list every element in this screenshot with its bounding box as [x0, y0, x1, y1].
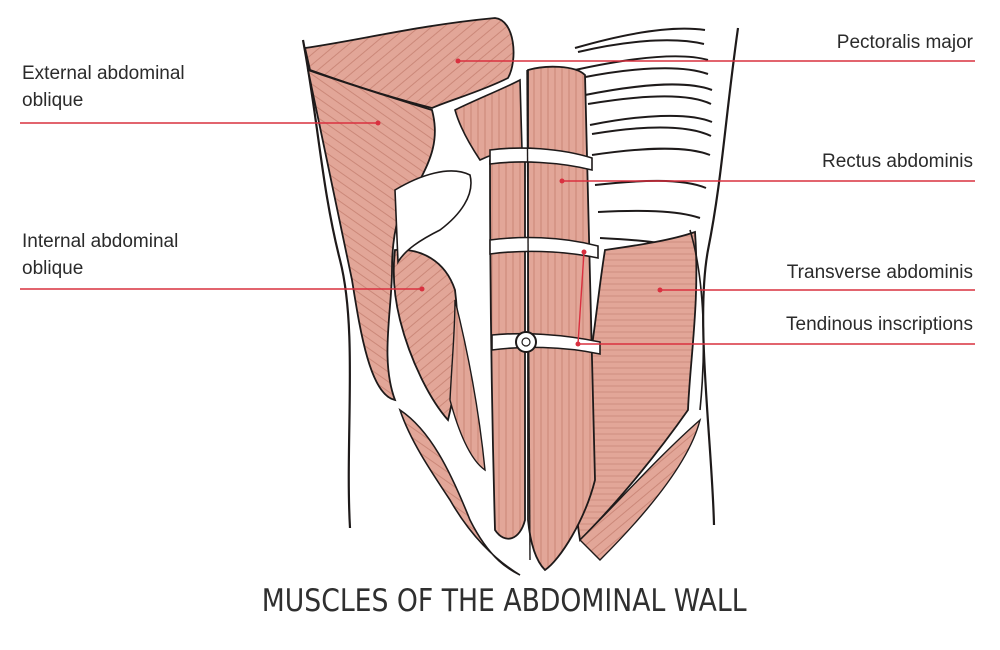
left-lower-oblique	[398, 408, 521, 576]
label-external-oblique: External abdominal oblique	[22, 63, 185, 111]
diagram-title: MUSCLES OF THE ABDOMINAL WALL	[261, 583, 747, 619]
left-body-contour	[301, 39, 352, 529]
label-internal-oblique: Internal abdominal oblique	[22, 231, 179, 279]
linea-alba	[526, 69, 531, 561]
label-transverse-abdominis: Transverse abdominis	[786, 262, 973, 283]
right-lower-oblique	[579, 417, 702, 561]
left-lateral-muscle	[449, 299, 486, 472]
external-oblique-muscle	[306, 68, 436, 402]
navel	[515, 331, 537, 353]
leader-lines	[20, 60, 975, 345]
rectus-abdominis-right	[527, 65, 596, 572]
internal-oblique-muscle	[392, 248, 459, 422]
label-tendinous-inscriptions: Tendinous inscriptions	[786, 314, 973, 335]
rib-cage	[574, 27, 713, 251]
right-body-contour	[702, 27, 740, 526]
label-rectus-abdominis: Rectus abdominis	[821, 151, 973, 172]
label-pectoralis-major: Pectoralis major	[836, 32, 973, 53]
transverse-aponeurosis-edge	[689, 229, 705, 411]
reflected-aponeurosis-flap	[394, 170, 472, 265]
leader-tendinous-inscriptions-branch	[577, 251, 585, 345]
